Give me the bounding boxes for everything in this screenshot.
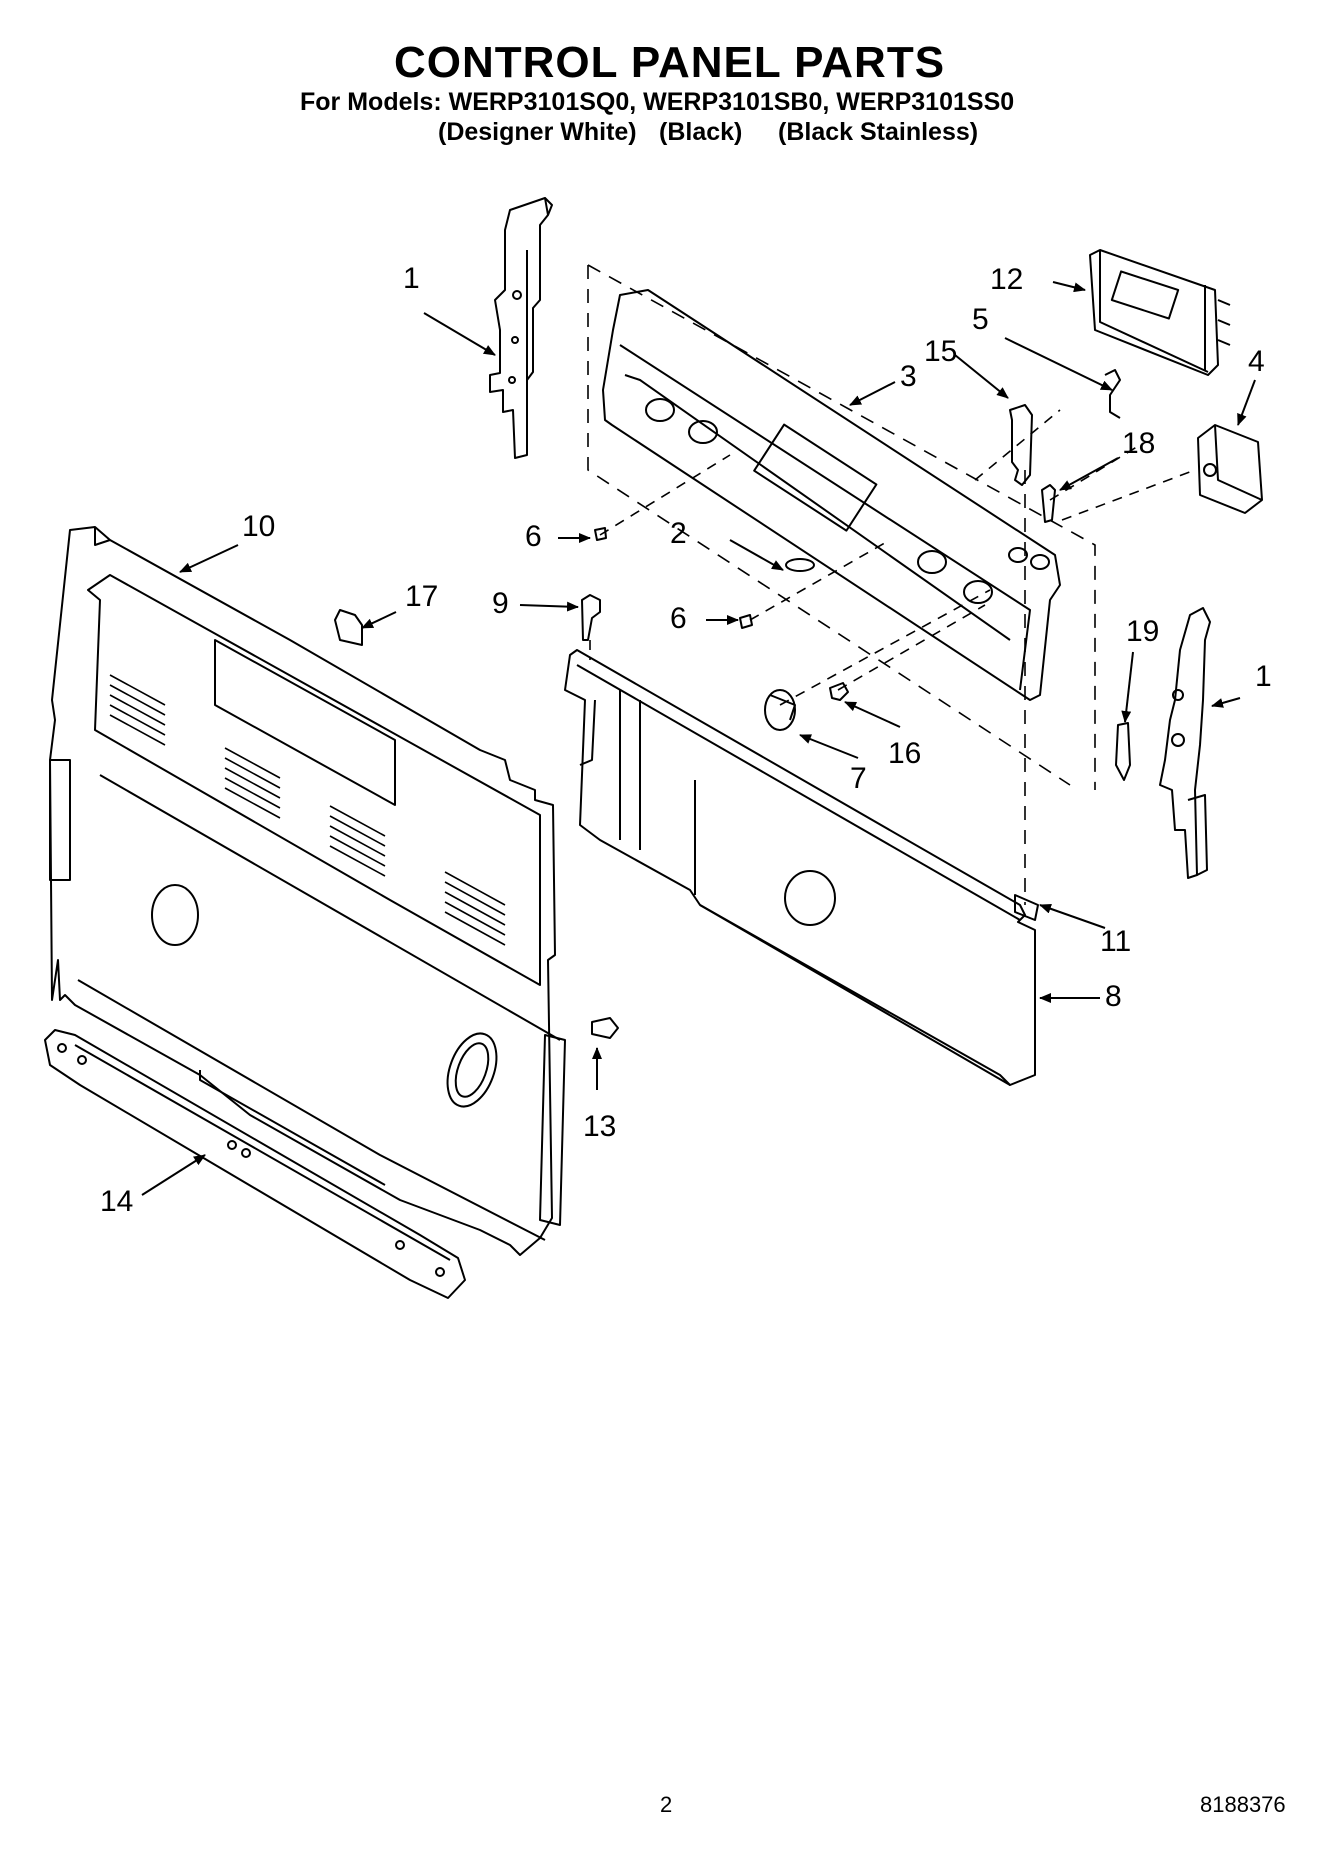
variant-black: (Black) (659, 118, 743, 146)
electronic-control-part (1089, 249, 1231, 376)
back-panel-part (49, 526, 566, 1256)
callout-13: 13 (583, 1110, 617, 1143)
callout-15: 15 (924, 335, 958, 368)
screw-part-9 (581, 594, 601, 641)
callout-14: 14 (100, 1185, 134, 1218)
side-bracket-left (489, 197, 553, 459)
callout-9: 9 (492, 587, 509, 620)
callout-1-right: 1 (1255, 660, 1272, 693)
screw-part-6a (594, 527, 607, 541)
callout-3: 3 (900, 360, 917, 393)
document-number: 8188376 (1200, 1792, 1286, 1817)
callout-16: 16 (888, 737, 922, 770)
bottom-rail-part (44, 1029, 466, 1299)
screw-part-18 (1041, 484, 1056, 523)
callout-1-left: 1 (403, 262, 420, 295)
screw-part-16 (829, 682, 849, 701)
variant-designer-white: (Designer White) (438, 118, 637, 146)
callout-19: 19 (1126, 615, 1160, 648)
callout-17: 17 (405, 580, 439, 613)
clip-part (334, 609, 363, 646)
callout-8: 8 (1105, 980, 1122, 1013)
wire-harness-part (1104, 369, 1121, 419)
plug-part (1115, 722, 1131, 781)
callout-arrows (141, 281, 1256, 1196)
leader-lines (589, 409, 1196, 706)
page-title: CONTROL PANEL PARTS (393, 38, 946, 87)
models-line: For Models: WERP3101SQ0, WERP3101SB0, WE… (300, 88, 1015, 116)
side-bracket-right (1159, 607, 1211, 879)
knob-part (764, 689, 796, 731)
callout-5: 5 (972, 303, 989, 336)
page-number: 2 (660, 1792, 673, 1817)
callout-2: 2 (670, 517, 687, 550)
callout-4: 4 (1248, 345, 1265, 378)
assembly-dashed-box (587, 264, 1096, 905)
callout-10: 10 (242, 510, 276, 543)
callout-12: 12 (990, 263, 1024, 296)
back-panel-vents (109, 674, 506, 946)
callout-7: 7 (850, 762, 867, 795)
latch-part (1009, 404, 1033, 486)
screw-part-13 (591, 1017, 619, 1039)
switch-part (1197, 424, 1263, 514)
callout-6-b: 6 (670, 602, 687, 635)
callout-18: 18 (1122, 427, 1156, 460)
bracket-part (1014, 894, 1039, 921)
control-panel-part (602, 289, 1061, 701)
screw-part-6b (739, 614, 753, 629)
callout-11: 11 (1100, 925, 1132, 958)
variant-black-stainless: (Black Stainless) (778, 118, 979, 146)
support-panel-part (564, 649, 1036, 1086)
callout-6-a: 6 (525, 520, 542, 553)
